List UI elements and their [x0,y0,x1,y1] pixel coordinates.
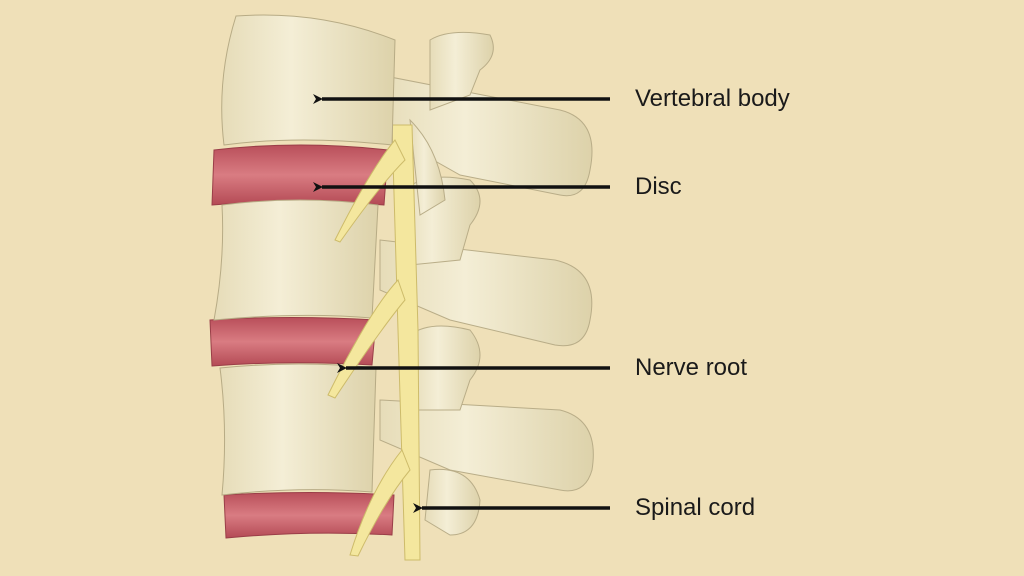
vertebral-bodies [213,14,396,496]
label-disc: Disc [635,173,682,200]
spinous-processes [379,31,594,536]
label-nerve-root: Nerve root [635,354,748,381]
label-vertebral-body: Vertebral body [635,85,790,112]
label-spinal-cord: Spinal cord [635,494,756,521]
pointer-arrows [313,94,610,513]
spinal-cord-shape [391,124,421,561]
discs [209,144,395,539]
